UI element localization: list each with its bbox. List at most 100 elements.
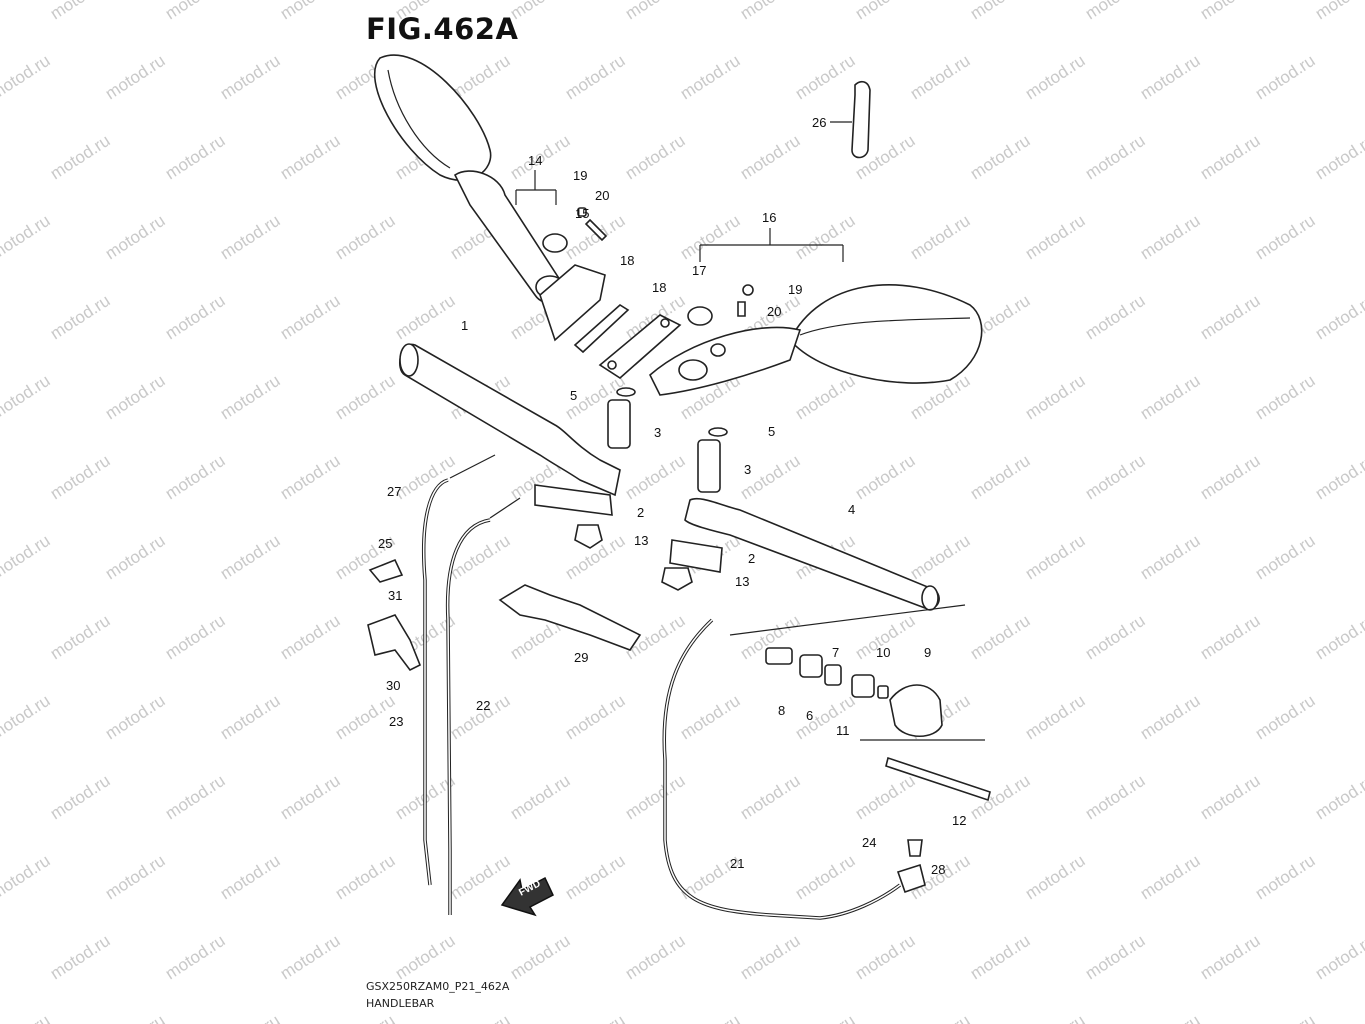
watermark-text: motod.ru (47, 771, 114, 823)
nut-13-left (574, 524, 603, 549)
callout-20: 20 (595, 188, 609, 203)
watermark-text: motod.ru (737, 451, 804, 503)
callout-20: 20 (767, 304, 781, 319)
watermark-text: motod.ru (1252, 51, 1319, 103)
watermark-text: motod.ru (332, 1011, 399, 1024)
watermark-text: motod.ru (162, 931, 229, 983)
watermark-text: motod.ru (967, 131, 1034, 183)
watermark-text: motod.ru (1312, 0, 1365, 23)
left-mirror (374, 54, 606, 342)
watermark-text: motod.ru (967, 0, 1034, 23)
watermark-text: motod.ru (1252, 1011, 1319, 1024)
watermark-text: motod.ru (1137, 531, 1204, 583)
watermark-text: motod.ru (562, 51, 629, 103)
watermark-text: motod.ru (47, 291, 114, 343)
watermark-text: motod.ru (217, 691, 284, 743)
watermark-text: motod.ru (0, 531, 53, 583)
watermark-text: motod.ru (792, 851, 859, 903)
left-handlebar (399, 343, 621, 497)
watermark-text: motod.ru (0, 851, 53, 903)
watermark-text: motod.ru (1312, 771, 1365, 823)
watermark-text: motod.ru (1252, 371, 1319, 423)
watermark-text: motod.ru (967, 931, 1034, 983)
watermark-text: motod.ru (622, 771, 689, 823)
callout-29: 29 (574, 650, 588, 665)
watermark-text: motod.ru (0, 51, 53, 103)
callout-13: 13 (634, 533, 648, 548)
watermark-text: motod.ru (792, 1011, 859, 1024)
watermark-text: motod.ru (507, 771, 574, 823)
callout-26: 26 (812, 115, 826, 130)
watermark-text: motod.ru (1082, 291, 1149, 343)
watermark-text: motod.ru (162, 131, 229, 183)
watermark-text: motod.ru (102, 531, 169, 583)
watermark-text: motod.ru (1022, 371, 1089, 423)
watermark-text: motod.ru (737, 131, 804, 183)
watermark-text: motod.ru (1137, 851, 1204, 903)
callout-25: 25 (378, 536, 392, 551)
watermark-text: motod.ru (677, 1011, 744, 1024)
watermark-text: motod.ru (1022, 51, 1089, 103)
watermark-text: motod.ru (0, 371, 53, 423)
clamp-26 (830, 80, 871, 159)
watermark-text: motod.ru (102, 851, 169, 903)
fwd-arrow: FWD (500, 876, 554, 917)
watermark-text: motod.ru (0, 1011, 53, 1024)
watermark-text: motod.ru (162, 451, 229, 503)
watermark-text: motod.ru (0, 211, 53, 263)
watermark-text: motod.ru (332, 211, 399, 263)
watermark-text: motod.ru (967, 611, 1034, 663)
watermark-text: motod.ru (1312, 451, 1365, 503)
callout-9: 9 (924, 645, 931, 660)
watermark-text: motod.ru (447, 531, 514, 583)
clutch-cable (662, 618, 926, 920)
watermark-text: motod.ru (852, 931, 919, 983)
bracket-25 (368, 558, 404, 583)
watermark-text: motod.ru (677, 691, 744, 743)
callout-2: 2 (748, 551, 755, 566)
watermark-text: motod.ru (1252, 531, 1319, 583)
watermark-text: motod.ru (562, 691, 629, 743)
watermark-text: motod.ru (1137, 691, 1204, 743)
watermark-text: motod.ru (392, 291, 459, 343)
watermark-text: motod.ru (677, 51, 744, 103)
watermark-text: motod.ru (1312, 291, 1365, 343)
callout-18: 18 (620, 253, 634, 268)
watermark-text: motod.ru (102, 691, 169, 743)
watermark-text: motod.ru (1082, 0, 1149, 23)
watermark-text: motod.ru (1137, 51, 1204, 103)
watermark-text: motod.ru (217, 1011, 284, 1024)
callout-28: 28 (931, 862, 945, 877)
watermark-text: motod.ru (392, 451, 459, 503)
callout-19: 19 (788, 282, 802, 297)
callout-14: 14 (528, 153, 542, 168)
watermark-text: motod.ru (47, 931, 114, 983)
watermark-text: motod.ru (792, 51, 859, 103)
callout-11: 11 (836, 723, 850, 738)
callout-13: 13 (735, 574, 749, 589)
watermark-text: motod.ru (447, 1011, 514, 1024)
watermark-text: motod.ru (1252, 211, 1319, 263)
watermark-text: motod.ru (1022, 851, 1089, 903)
watermark-text: motod.ru (852, 771, 919, 823)
watermark-text: motod.ru (162, 291, 229, 343)
watermark-text: motod.ru (1137, 1011, 1204, 1024)
watermark-text: motod.ru (907, 51, 974, 103)
watermark-text: motod.ru (332, 371, 399, 423)
watermark-text: motod.ru (1082, 771, 1149, 823)
figure-name: HANDLEBAR (366, 997, 435, 1010)
bracket-30 (367, 614, 422, 672)
watermark-text: motod.ru (1082, 611, 1149, 663)
watermark-text: motod.ru (622, 0, 689, 23)
watermark-text: motod.ru (217, 371, 284, 423)
watermark-text: motod.ru (792, 371, 859, 423)
watermark-text: motod.ru (277, 451, 344, 503)
watermark-text: motod.ru (47, 131, 114, 183)
watermark-text: motod.ru (1312, 931, 1365, 983)
watermark-text: motod.ru (792, 211, 859, 263)
watermark-text: motod.ru (562, 851, 629, 903)
watermark-text: motod.ru (277, 291, 344, 343)
